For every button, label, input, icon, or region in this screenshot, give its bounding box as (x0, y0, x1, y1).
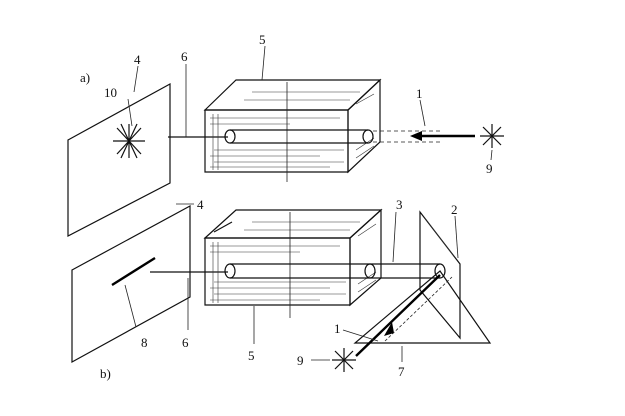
callout-a-9: 9 (486, 161, 493, 176)
rod-a (224, 129, 374, 144)
callout-b-5: 5 (248, 348, 255, 363)
screen-a (67, 82, 171, 237)
panel-b-label: b) (100, 366, 111, 381)
callout-b-3: 3 (396, 197, 403, 212)
source-a (480, 124, 504, 148)
callout-a-5: 5 (259, 32, 266, 47)
panel-a: a) 10 4 6 5 1 9 (67, 32, 504, 237)
panel-a-label: a) (80, 70, 90, 85)
ray-arrowhead-b (384, 322, 394, 336)
ray-b (355, 274, 441, 357)
mirror-b (419, 210, 461, 340)
callout-a-6: 6 (181, 49, 188, 64)
callout-b-1: 1 (334, 321, 341, 336)
panel-b: b) 4 8 6 5 3 2 1 7 9 (71, 197, 492, 381)
callout-b-9: 9 (297, 353, 304, 368)
callout-a-1: 1 (416, 86, 423, 101)
spot-b (111, 256, 156, 287)
source-b (332, 348, 356, 372)
callout-b-7: 7 (398, 364, 405, 379)
callout-a-4: 4 (134, 52, 141, 67)
callout-a-10: 10 (104, 85, 117, 100)
tank-b (203, 208, 383, 318)
callout-b-2: 2 (451, 202, 458, 217)
rod-b (224, 263, 446, 279)
star-pattern-a (113, 123, 145, 159)
stand-b (353, 270, 492, 344)
callout-b-6: 6 (182, 335, 189, 350)
tank-a (203, 78, 382, 182)
screen-b (71, 204, 191, 364)
ray-arrowhead-a (410, 131, 422, 141)
callout-b-4: 4 (197, 197, 204, 212)
callout-b-8: 8 (141, 335, 148, 350)
